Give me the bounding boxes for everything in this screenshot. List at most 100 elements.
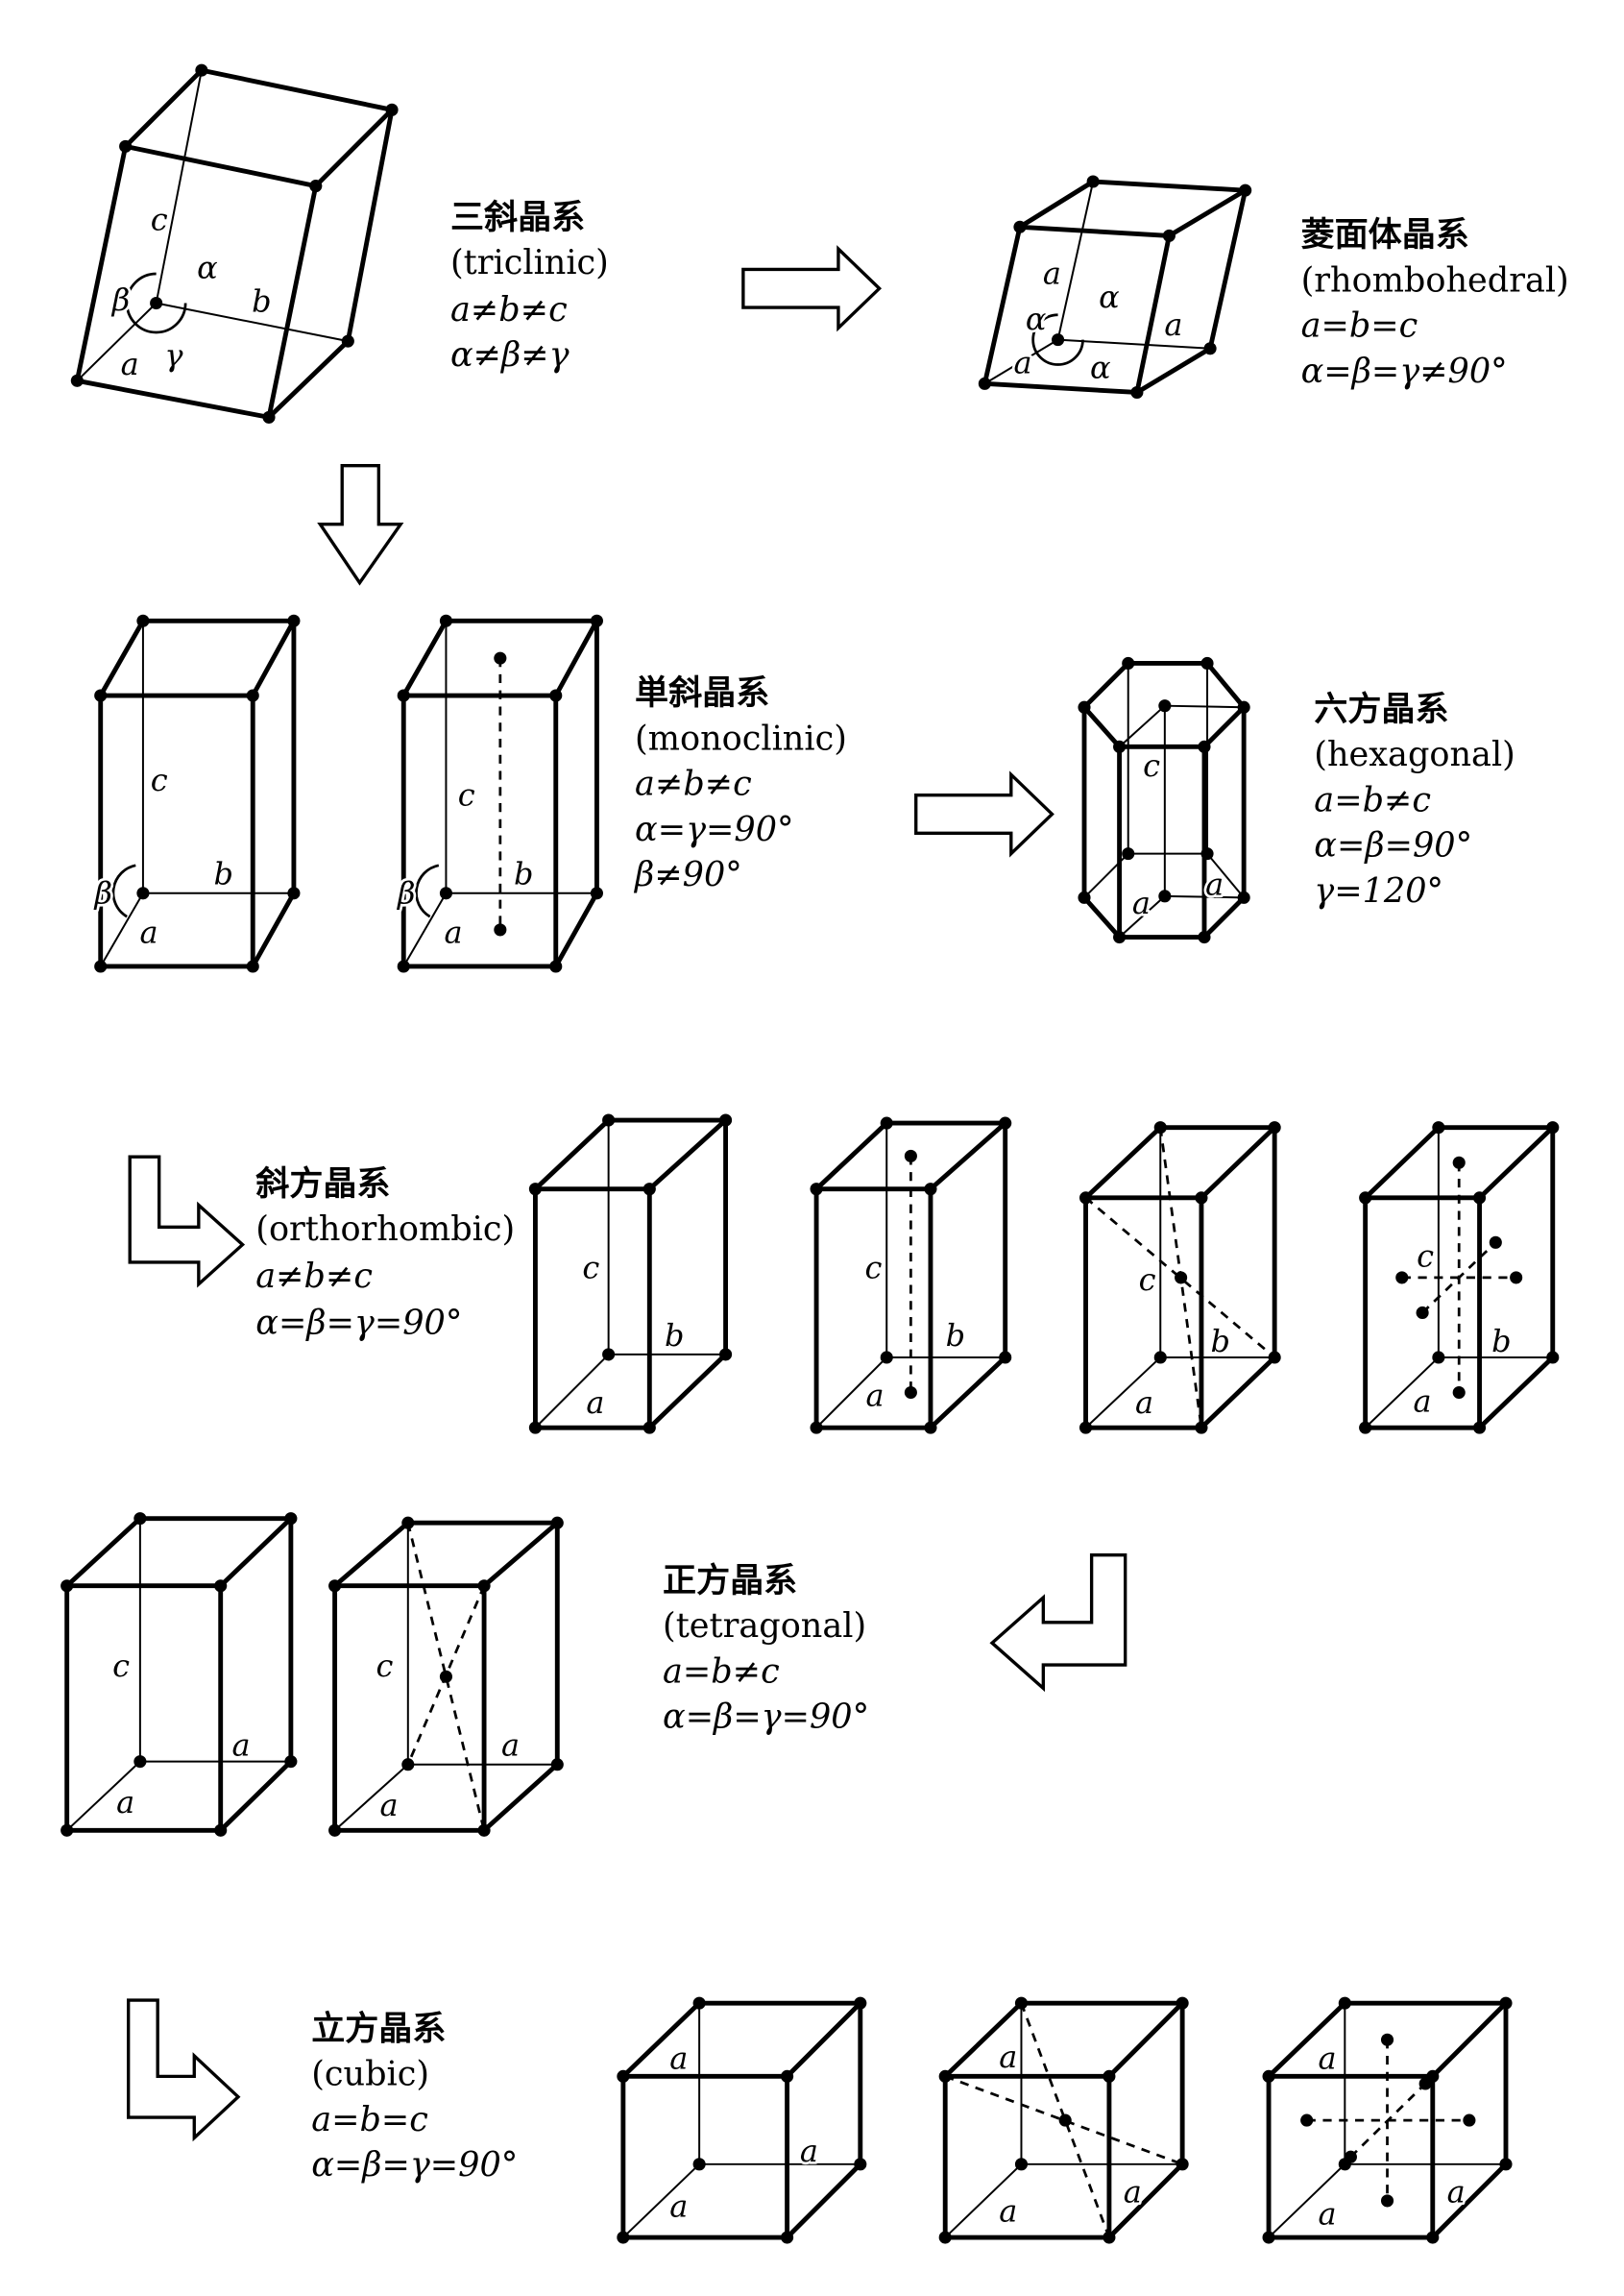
corner-lattice-point [1113, 740, 1127, 753]
corner-lattice-point [1198, 740, 1211, 753]
triclinic-angle-relation: α≠β≠γ [450, 335, 570, 375]
corner-lattice-point [938, 2231, 952, 2244]
corner-lattice-point [1200, 656, 1214, 671]
axis-label: a [1205, 866, 1224, 902]
axis-label: a [1013, 345, 1031, 381]
monoclinic-axis-relation: a≠b≠c [635, 765, 752, 804]
axis-label: a [1318, 2195, 1336, 2232]
corner-lattice-point [287, 614, 301, 627]
hexagonal-cell: caa [1078, 656, 1250, 944]
cell-edge [481, 1762, 560, 1833]
corner-lattice-point [1079, 1191, 1093, 1205]
base-center-point [494, 923, 507, 937]
bent-arrow-left-icon [989, 1553, 1127, 1693]
corner-lattice-point [1079, 1421, 1093, 1434]
cell-edge [218, 1759, 294, 1833]
cell-edge [1430, 2162, 1509, 2240]
axis-label: c [1143, 747, 1160, 784]
cell-edge [74, 143, 129, 383]
face-center-line [1421, 1241, 1497, 1314]
cell-edge [1134, 346, 1213, 395]
cell-edge [646, 1352, 729, 1430]
cell-edge [982, 380, 1140, 395]
cell-edge [218, 1516, 294, 1589]
corner-lattice-point [880, 1116, 893, 1130]
face-center-line [1349, 2083, 1427, 2159]
axis-label: a [139, 915, 158, 951]
corner-lattice-point [150, 296, 163, 310]
corner-lattice-point [1013, 220, 1027, 233]
hidden-edge [155, 69, 203, 304]
triclinic-name-en: (triclinic) [450, 243, 609, 282]
orthorhombic-name-en: (orthorhombic) [255, 1209, 515, 1249]
cell-edge [942, 2000, 1024, 2079]
corner-lattice-point [439, 614, 452, 627]
axis-label: a [999, 2039, 1017, 2075]
hexagonal-axis-relation: a=b≠c [1314, 780, 1431, 819]
corner-lattice-point [1176, 1996, 1189, 2010]
angle-arc [415, 864, 440, 918]
corner-lattice-point [1268, 1351, 1281, 1364]
corner-lattice-point [1432, 1121, 1445, 1135]
corner-lattice-point [1130, 385, 1144, 400]
cell-edge [313, 107, 395, 189]
axis-label: β [397, 874, 416, 911]
cell-edge [1106, 2162, 1185, 2240]
cell-edge [98, 618, 146, 698]
monoclinic-base-centered-cell: c b βa [394, 614, 603, 973]
body-center-point [1058, 2113, 1072, 2127]
orthorhombic-name-ja: 斜方晶系 [255, 1164, 390, 1204]
monoclinic-angle-relation: α=γ=90° [635, 810, 793, 849]
bent-arrow-right-icon [128, 1155, 246, 1288]
corner-lattice-point [439, 887, 452, 900]
cell-edge [1201, 894, 1247, 940]
corner-lattice-point [781, 2069, 794, 2083]
axis-label: c [458, 776, 475, 813]
corner-lattice-point [1122, 656, 1135, 671]
axis-label: a [1043, 256, 1061, 292]
face-center-point [1452, 1385, 1466, 1400]
corner-lattice-point [136, 614, 150, 627]
corner-lattice-point [999, 1351, 1012, 1364]
base-center-point [494, 651, 507, 665]
hexagonal-angle-relation: α=β=90° [1314, 826, 1472, 866]
cubic-description: 立方晶系 (cubic) a=b=c α=β=γ=90° [311, 2009, 518, 2185]
hidden-edge [1268, 2163, 1346, 2238]
corner-lattice-point [617, 2231, 630, 2244]
corner-lattice-point [999, 1116, 1012, 1130]
tetragonal-simple-cell: caa [61, 1512, 298, 1837]
bent-arrow-right-icon [127, 1998, 241, 2142]
hidden-edge [944, 2163, 1023, 2238]
corner-lattice-point [550, 1758, 564, 1771]
angle-arc [111, 864, 136, 918]
cell-edge [1430, 2000, 1509, 2079]
corner-lattice-point [328, 1823, 342, 1837]
corner-lattice-point [1014, 2158, 1029, 2171]
corner-lattice-point [1426, 2069, 1440, 2083]
corner-lattice-point [602, 1348, 616, 1361]
monoclinic-description: 単斜晶系 (monoclinic) a≠b≠c α=γ=90° β≠90° [633, 673, 847, 894]
corner-lattice-point [133, 1512, 147, 1526]
axis-label: c [1139, 1261, 1156, 1298]
axis-label: b [1491, 1323, 1511, 1359]
corner-lattice-point [136, 887, 150, 900]
corner-lattice-point [119, 139, 133, 153]
triclinic-name-ja: 三斜晶系 [450, 198, 585, 237]
corner-lattice-point [1052, 333, 1065, 347]
hidden-edge [1084, 1356, 1161, 1429]
corner-lattice-point [1103, 2231, 1116, 2244]
face-center-point [1463, 2113, 1476, 2127]
hidden-edge [402, 892, 448, 967]
axis-label: α [1099, 279, 1120, 315]
face-center-point [1452, 1156, 1466, 1169]
rhombohedral-name-ja: 菱面体晶系 [1301, 215, 1469, 255]
axis-label: b [252, 283, 271, 320]
axis-label: b [514, 856, 533, 892]
cell-edge [345, 107, 395, 344]
cell-edge [1083, 1125, 1163, 1201]
axis-label: a [445, 915, 463, 951]
a-axis-line [1118, 704, 1166, 748]
corner-lattice-point [1195, 1421, 1208, 1434]
